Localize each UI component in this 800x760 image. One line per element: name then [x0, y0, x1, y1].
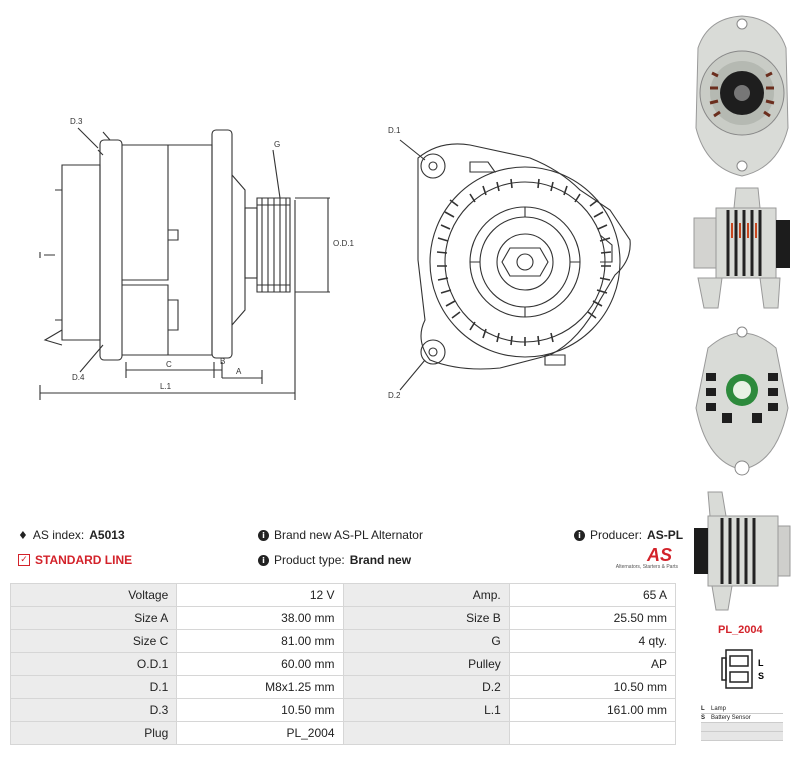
- spec-label: Amp.: [342, 583, 510, 607]
- spec-value: AP: [508, 652, 677, 676]
- plug-title: PL_2004: [718, 624, 763, 636]
- label-d1: D.1: [388, 126, 401, 135]
- spec-value: 10.50 mm: [508, 675, 677, 699]
- label-l1: L.1: [160, 382, 172, 391]
- legend-desc: Battery Sensor: [711, 715, 751, 721]
- label-d3: D.3: [70, 117, 83, 126]
- info-icon: i: [258, 554, 269, 566]
- as-index-label: AS index:: [32, 528, 85, 542]
- legend-key: L: [701, 706, 705, 712]
- product-photo-front[interactable]: [688, 8, 796, 178]
- label-a: A: [236, 367, 242, 376]
- standard-line-label: STANDARD LINE: [35, 553, 133, 567]
- legend-key: S: [701, 715, 706, 721]
- product-photo-side[interactable]: [688, 178, 796, 316]
- label-od1: O.D.1: [333, 239, 354, 248]
- legend-row: [701, 723, 783, 732]
- label-g: G: [274, 140, 280, 149]
- spec-value: 65 A: [508, 583, 677, 607]
- checkbox-icon: ✓: [18, 554, 30, 566]
- plug-pin-s: S: [758, 671, 764, 681]
- spec-value: 60.00 mm: [176, 652, 344, 676]
- standard-line-row: ✓ STANDARD LINE: [18, 553, 132, 567]
- spec-value: [508, 721, 677, 745]
- spec-label: L.1: [342, 698, 510, 722]
- legend-row: S Battery Sensor: [701, 714, 783, 723]
- as-index-value: A5013: [89, 528, 125, 542]
- spec-label: D.2: [342, 675, 510, 699]
- label-c: C: [166, 360, 172, 369]
- product-type-label: Product type:: [274, 553, 345, 567]
- logo-mark: AS: [646, 545, 672, 565]
- producer-value: AS-PL: [647, 528, 684, 542]
- product-type-row: i Product type: Brand new: [258, 553, 411, 567]
- tag-icon: ♦: [18, 528, 28, 542]
- spec-label: O.D.1: [9, 652, 178, 676]
- spec-label: Size A: [9, 606, 178, 630]
- info-icon: i: [258, 529, 269, 541]
- product-photo-other-side[interactable]: [688, 488, 796, 614]
- description-text: Brand new AS-PL Alternator: [274, 528, 423, 542]
- spec-label: Plug: [9, 721, 178, 745]
- technical-drawing: D.3 D.4 G O.D.1 C B A L.1 D.1 D.2: [39, 117, 631, 400]
- spec-label: Pulley: [342, 652, 510, 676]
- producer-label: Producer:: [590, 528, 643, 542]
- plug-pin-l: L: [758, 658, 764, 668]
- product-type-value: Brand new: [349, 553, 412, 567]
- spec-value: 10.50 mm: [176, 698, 344, 722]
- spec-value: 81.00 mm: [176, 629, 344, 653]
- description-row: i Brand new AS-PL Alternator: [258, 528, 423, 542]
- spec-value: PL_2004: [176, 721, 344, 745]
- spec-label: [342, 721, 510, 745]
- info-icon: i: [574, 529, 585, 541]
- spec-label: G: [342, 629, 510, 653]
- spec-value: 38.00 mm: [176, 606, 344, 630]
- product-photo-rear[interactable]: [688, 318, 796, 486]
- label-d2: D.2: [388, 391, 401, 400]
- spec-value: 25.50 mm: [508, 606, 677, 630]
- spec-label: D.3: [9, 698, 178, 722]
- spec-value: 161.00 mm: [508, 698, 677, 722]
- as-pl-logo: AS Alternators, Starters & Parts: [612, 546, 678, 570]
- spec-label: Size C: [9, 629, 178, 653]
- logo-tagline: Alternators, Starters & Parts: [615, 564, 678, 570]
- legend-row: L Lamp: [701, 705, 783, 714]
- spec-label: Voltage: [9, 583, 178, 607]
- spec-label: D.1: [9, 675, 178, 699]
- spec-label: Size B: [342, 606, 510, 630]
- legend-row: [701, 732, 783, 741]
- spec-value: M8x1.25 mm: [176, 675, 344, 699]
- as-index-row: ♦ AS index: A5013: [18, 528, 125, 542]
- legend-desc: Lamp: [711, 706, 727, 712]
- label-b: B: [220, 357, 225, 366]
- label-d4: D.4: [72, 373, 85, 382]
- plug-diagram: L S: [721, 649, 764, 689]
- spec-value: 12 V: [176, 583, 344, 607]
- spec-value: 4 qty.: [508, 629, 677, 653]
- producer-row: i Producer: AS-PL: [574, 528, 683, 542]
